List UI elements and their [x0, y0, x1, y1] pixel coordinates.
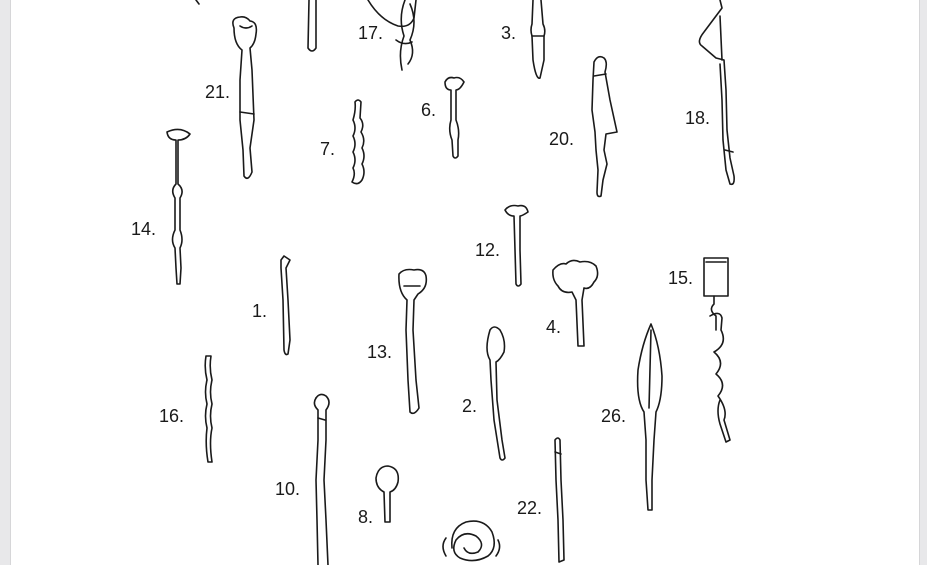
artifact-16	[204, 355, 213, 463]
artifact-26	[636, 323, 663, 511]
artifact-7	[351, 99, 365, 185]
artifact-15	[703, 257, 731, 443]
label-16: 16.	[159, 406, 184, 426]
artifact-22	[554, 437, 565, 563]
artifact-14	[166, 128, 191, 285]
label-8: 8.	[358, 507, 373, 527]
artifact-top-shaft	[307, 0, 317, 52]
label-3: 3.	[501, 23, 516, 43]
label-1: 1.	[252, 301, 267, 321]
label-13: 13.	[367, 342, 392, 362]
artifact-13	[398, 268, 428, 415]
artifact-18	[698, 0, 735, 186]
label-15: 15.	[668, 268, 693, 288]
artifact-1	[280, 255, 291, 356]
label-7: 7.	[320, 139, 335, 159]
artifact-4	[552, 259, 599, 347]
drawing-page	[10, 0, 920, 565]
label-12: 12.	[475, 240, 500, 260]
label-10: 10.	[275, 479, 300, 499]
artifact-partial-topleft	[195, 0, 200, 5]
label-26: 26.	[601, 406, 626, 426]
artifact-20	[591, 55, 618, 198]
label-6: 6.	[421, 100, 436, 120]
label-20: 20.	[549, 129, 574, 149]
label-2: 2.	[462, 396, 477, 416]
artifact-12	[504, 204, 529, 287]
artifact-coil-bottom	[442, 520, 501, 562]
artifact-10	[313, 393, 330, 565]
label-22: 22.	[517, 498, 542, 518]
artifact-2	[486, 326, 506, 461]
artifact-17	[367, 0, 417, 71]
label-14: 14.	[131, 219, 156, 239]
label-18: 18.	[685, 108, 710, 128]
artifact-3	[530, 0, 546, 79]
label-17: 17.	[358, 23, 383, 43]
artifact-21	[232, 16, 258, 180]
label-21: 21.	[205, 82, 230, 102]
artifact-6	[444, 76, 465, 159]
artifact-8	[375, 465, 400, 523]
label-4: 4.	[546, 317, 561, 337]
